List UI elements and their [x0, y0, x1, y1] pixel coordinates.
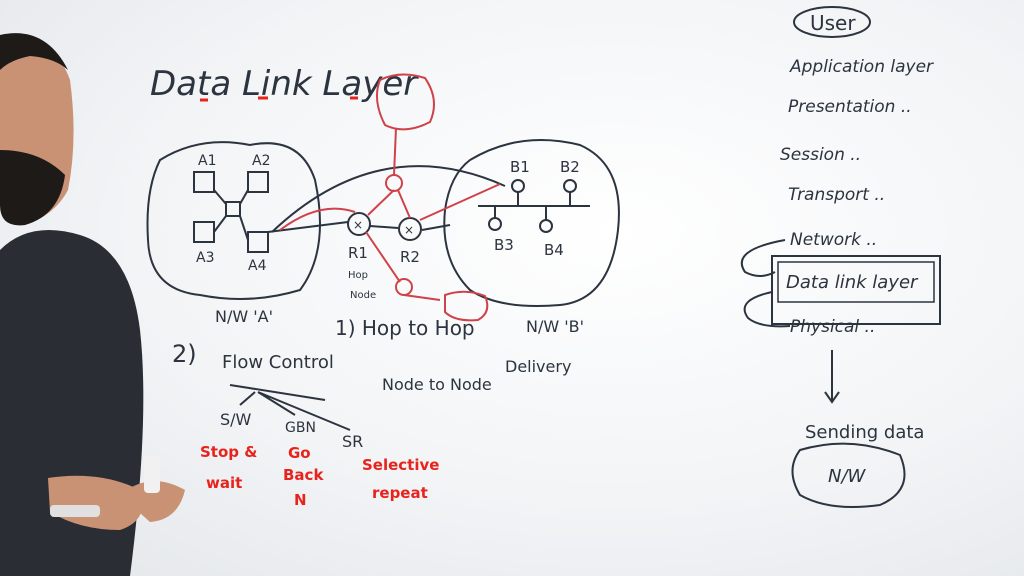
node-a2 [247, 171, 269, 193]
datalink-box [771, 255, 941, 325]
switch-a [225, 201, 241, 217]
osi-transport: Transport .. [788, 185, 885, 205]
red-cloud-bottom [444, 290, 489, 322]
flow-sr: SR [342, 432, 363, 451]
network-b-cloud [443, 139, 620, 307]
label-a3: A3 [196, 250, 214, 266]
osi-sending: Sending data [805, 422, 924, 443]
osi-nw: N/W [828, 466, 867, 487]
osi-application: Application layer [789, 57, 934, 77]
node-a3 [193, 221, 215, 243]
delivery-label: Delivery [505, 357, 571, 376]
label-r2: R2 [400, 248, 420, 266]
flow-gbn: GBN [285, 420, 316, 436]
board-title: Data Link Layer [150, 64, 419, 104]
node-b1 [511, 179, 525, 193]
label-a2: A2 [252, 153, 270, 169]
point-1-sub: Node to Node [382, 375, 492, 394]
point-2: Flow Control [222, 352, 334, 373]
osi-network: Network .. [790, 230, 877, 250]
gbn-expand-3: N [294, 491, 307, 509]
gbn-expand-2: Back [283, 466, 324, 484]
node-b2 [563, 179, 577, 193]
label-a1: A1 [198, 153, 216, 169]
flow-sw: S/W [220, 410, 252, 429]
sw-expand-2: wait [206, 474, 242, 492]
osi-user: User [810, 11, 856, 35]
red-cloud-top [375, 73, 435, 131]
label-b2: B2 [560, 158, 580, 176]
router-r1 [347, 212, 371, 236]
point-1: 1) Hop to Hop [335, 316, 475, 340]
label-r1: R1 [348, 244, 368, 262]
label-b4: B4 [544, 241, 564, 259]
layer-arrows [740, 239, 791, 328]
osi-datalink: Data link layer [786, 272, 919, 293]
sr-expand-2: repeat [372, 484, 428, 502]
presenter [0, 33, 185, 576]
svg-text:×: × [353, 218, 363, 232]
sr-expand-1: Selective [362, 456, 439, 474]
osi-presentation: Presentation .. [788, 97, 912, 117]
node-b3 [488, 217, 502, 231]
gbn-expand-1: Go [288, 444, 311, 462]
node-a1 [193, 171, 215, 193]
label-b3: B3 [494, 236, 514, 254]
network-a-label: N/W 'A' [215, 307, 273, 326]
osi-physical: Physical .. [790, 317, 875, 337]
router-note-node: Node [350, 290, 376, 301]
node-b4 [539, 219, 553, 233]
label-b1: B1 [510, 158, 530, 176]
router-top [385, 174, 403, 192]
osi-session: Session .. [780, 145, 861, 165]
svg-text:×: × [404, 223, 414, 237]
point-2-num: 2) [172, 340, 197, 368]
nw-cloud [791, 442, 906, 509]
node-a4 [247, 231, 269, 253]
path-arc [271, 165, 506, 233]
sw-expand-1: Stop & [200, 443, 257, 461]
label-a4: A4 [248, 258, 267, 274]
network-a-cloud [146, 141, 321, 300]
network-b-label: N/W 'B' [526, 317, 584, 336]
router-note-hop: Hop [348, 270, 368, 281]
title-underlines [200, 96, 358, 102]
down-arrow [824, 350, 840, 404]
user-circle [793, 6, 871, 38]
